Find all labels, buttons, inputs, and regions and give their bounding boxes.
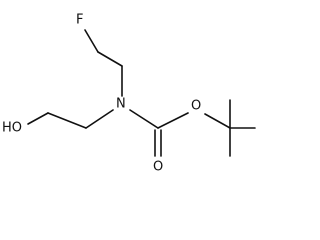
nitrogen-atom-label: N: [116, 97, 126, 112]
bonds: [27, 29, 256, 157]
fluorine-atom-label: F: [76, 13, 83, 28]
carbonyl-oxygen-atom-label: O: [153, 160, 163, 175]
bond-n-carbonyl-c: [129, 109, 159, 129]
bond-ch2-ch2-hydroxyethyl: [47, 112, 87, 129]
bond-ho-ch2: [27, 112, 49, 125]
bond-ch2-n-hydroxyethyl: [85, 109, 114, 129]
bond-carbonyl-c-ester-o: [157, 112, 189, 129]
bond-f-ch2: [84, 29, 99, 53]
hydroxyl-group-label: HO: [2, 121, 22, 136]
bond-ch2-ch2-fluoroethyl: [97, 51, 123, 67]
structure-diagram: F N HO O O: [2, 13, 256, 175]
bond-ester-o-tert-c: [204, 113, 231, 129]
ester-oxygen-atom-label: O: [191, 99, 201, 114]
